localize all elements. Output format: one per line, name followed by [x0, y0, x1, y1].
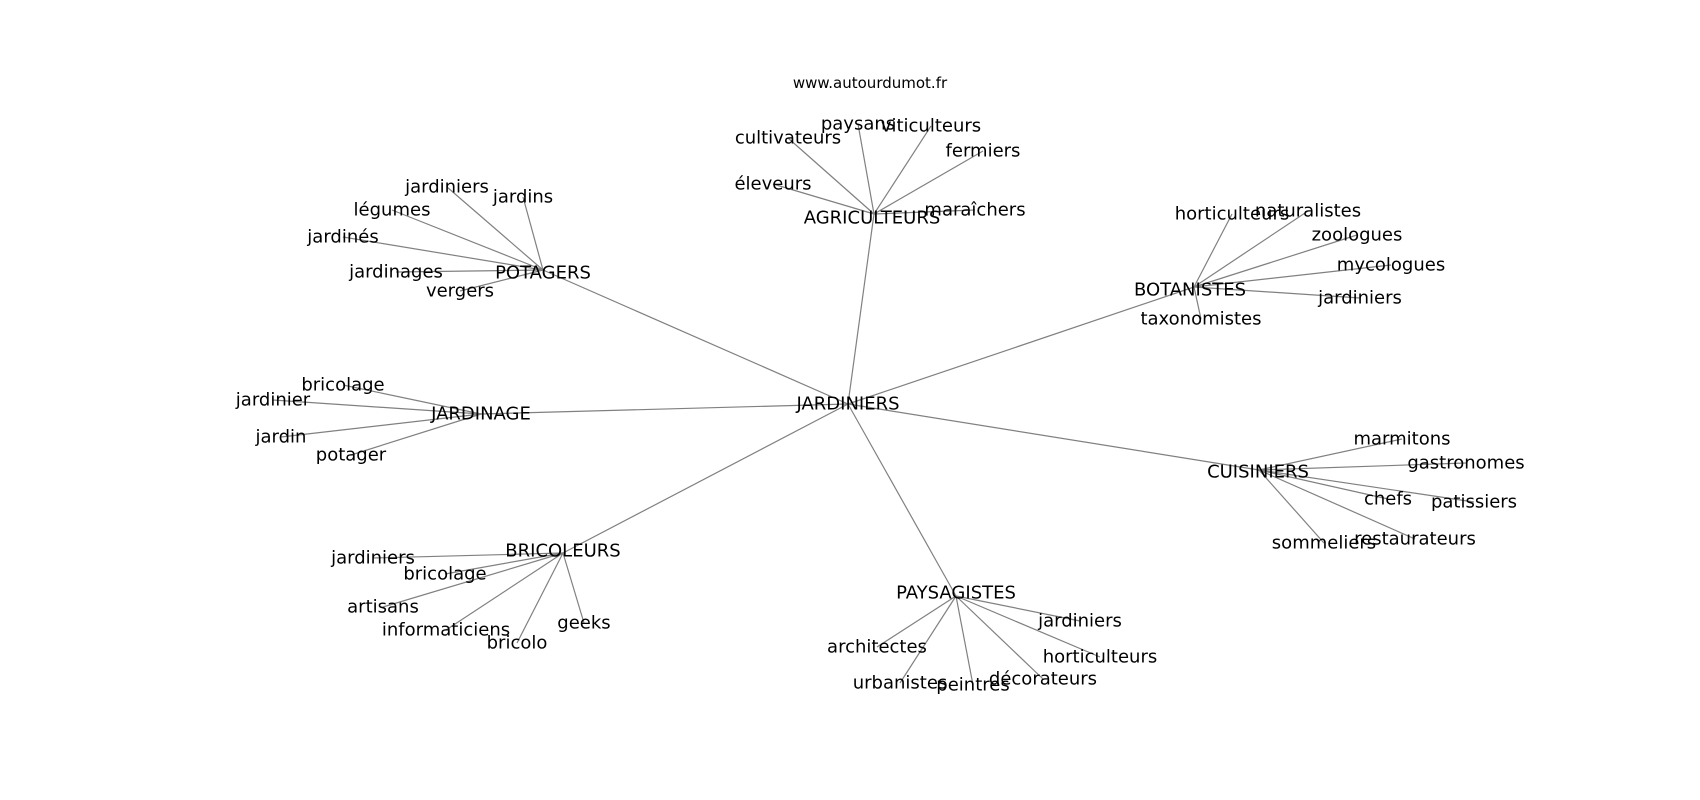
edge-cluster-leaf [1258, 438, 1403, 471]
edge-cluster-leaf [1193, 210, 1309, 288]
edge-cluster-leaf [1258, 469, 1475, 503]
related-word-node[interactable]: architectes [827, 637, 927, 658]
related-word-node[interactable]: patissiers [1431, 492, 1517, 513]
edge-cluster-leaf [1193, 286, 1202, 320]
edge-cluster-leaf [395, 269, 544, 273]
edge-cluster-leaf [272, 399, 482, 415]
related-word-node[interactable]: marmitons [1353, 429, 1450, 450]
edge-cluster-leaf [955, 595, 1044, 680]
edge-cluster-leaf [382, 552, 564, 608]
related-word-node[interactable]: horticulteurs [1175, 204, 1290, 225]
cluster-word-node[interactable]: PAYSAGISTES [896, 583, 1016, 604]
cluster-word-node[interactable]: BRICOLEURS [505, 541, 620, 562]
related-word-node[interactable]: jardiniers [1037, 611, 1122, 632]
related-word-node[interactable]: fermiers [946, 141, 1021, 162]
edge-cluster-leaf [1258, 469, 1389, 500]
edge-cluster-leaf [342, 236, 544, 271]
related-word-node[interactable]: geeks [557, 613, 610, 634]
edge-cluster-leaf [873, 125, 932, 215]
related-word-node[interactable]: maraîchers [924, 200, 1025, 221]
root-word-node[interactable]: JARDINIERS [795, 394, 899, 415]
related-word-node[interactable]: horticulteurs [1043, 647, 1158, 668]
edge-cluster-leaf [772, 183, 875, 215]
edge-cluster-leaf [391, 209, 544, 271]
related-word-node[interactable]: potager [316, 445, 387, 466]
edge-root-cluster [847, 403, 957, 597]
edge-cluster-leaf [1258, 469, 1325, 544]
edge-cluster-leaf [1193, 213, 1233, 288]
edge-root-cluster [542, 269, 849, 405]
related-word-node[interactable]: jardiniers [330, 548, 415, 569]
related-word-node[interactable]: mycologues [1337, 255, 1445, 276]
related-word-node[interactable]: légumes [354, 200, 431, 221]
related-word-node[interactable]: décorateurs [989, 669, 1097, 690]
related-word-node[interactable]: peintres [936, 675, 1009, 696]
related-word-node[interactable]: informaticiens [382, 620, 510, 641]
related-word-node[interactable]: jardinages [348, 262, 443, 283]
graph-edges [272, 123, 1475, 686]
edge-cluster-leaf [446, 186, 544, 271]
edge-root-cluster [480, 403, 849, 415]
edge-cluster-leaf [1258, 469, 1416, 540]
edge-cluster-leaf [1258, 462, 1467, 471]
edge-cluster-leaf [372, 552, 564, 559]
edge-cluster-leaf [873, 150, 984, 215]
related-word-node[interactable]: jardin [255, 427, 307, 448]
related-word-node[interactable]: urbanistes [853, 673, 948, 694]
related-word-node[interactable]: jardinier [235, 390, 311, 411]
edge-root-cluster [847, 286, 1195, 405]
related-word-node[interactable]: chefs [1364, 489, 1412, 510]
related-word-node[interactable]: viticulteurs [881, 116, 981, 137]
edge-cluster-leaf [899, 595, 957, 684]
related-word-node[interactable]: vergers [426, 281, 494, 302]
cluster-word-node[interactable]: AGRICULTEURS [804, 208, 941, 229]
edge-root-cluster [562, 403, 849, 554]
edge-cluster-leaf [459, 269, 544, 292]
related-word-node[interactable]: artisans [347, 597, 419, 618]
edge-cluster-leaf [1193, 286, 1361, 299]
site-url[interactable]: www.autourdumot.fr [793, 74, 948, 92]
edge-cluster-leaf [562, 552, 585, 624]
cluster-word-node[interactable]: POTAGERS [495, 263, 591, 284]
related-word-node[interactable]: gastronomes [1407, 453, 1524, 474]
edge-cluster-leaf [522, 196, 544, 271]
related-word-node[interactable]: bricolage [403, 564, 486, 585]
related-word-node[interactable]: restaurateurs [1354, 529, 1476, 550]
edge-root-cluster [847, 403, 1260, 471]
edge-cluster-leaf [955, 595, 1101, 658]
cluster-word-node[interactable]: CUISINIERS [1207, 462, 1309, 483]
edge-cluster-leaf [342, 384, 482, 415]
edge-cluster-leaf [876, 595, 957, 648]
edge-cluster-leaf [955, 595, 974, 686]
edge-cluster-leaf [445, 552, 564, 631]
edge-cluster-leaf [857, 123, 875, 215]
related-word-node[interactable]: sommeliers [1272, 533, 1376, 554]
related-word-node[interactable]: bricolo [487, 633, 548, 654]
related-word-node[interactable]: éleveurs [734, 174, 811, 195]
edge-cluster-leaf [1193, 264, 1392, 288]
edge-root-cluster [847, 213, 875, 405]
edge-cluster-leaf [787, 137, 875, 215]
edge-cluster-leaf [1193, 234, 1358, 288]
related-word-node[interactable]: paysans [821, 114, 895, 135]
edge-cluster-leaf [955, 595, 1081, 622]
related-word-node[interactable]: jardinés [306, 227, 378, 248]
edge-cluster-leaf [444, 552, 564, 575]
edge-cluster-leaf [350, 413, 482, 456]
cluster-word-node[interactable]: BOTANISTES [1134, 280, 1246, 301]
related-word-node[interactable]: cultivateurs [735, 128, 841, 149]
edge-cluster-leaf [280, 413, 482, 438]
related-word-node[interactable]: jardins [492, 187, 553, 208]
cluster-word-node[interactable]: JARDINAGE [430, 404, 531, 425]
related-word-node[interactable]: jardiniers [404, 177, 489, 198]
graph-labels: www.autourdumot.fr JARDINIERS AGRICULTEUR… [235, 74, 1525, 696]
related-word-node[interactable]: naturalistes [1255, 201, 1361, 222]
related-word-node[interactable]: zoologues [1312, 225, 1403, 246]
edge-cluster-leaf [873, 209, 976, 215]
related-word-node[interactable]: jardiniers [1317, 288, 1402, 309]
edge-cluster-leaf [516, 552, 564, 644]
related-word-node[interactable]: taxonomistes [1140, 309, 1261, 330]
related-word-node[interactable]: bricolage [301, 375, 384, 396]
